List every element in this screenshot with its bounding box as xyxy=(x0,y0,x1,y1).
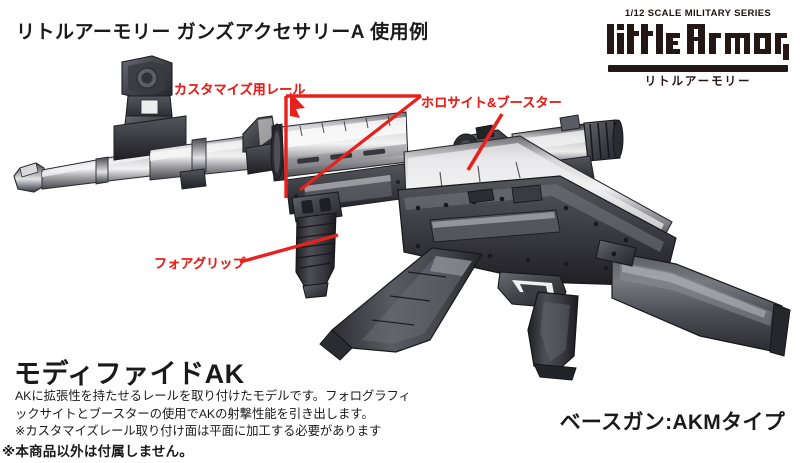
callout-label-holosight-booster: ホロサイト&ブースター xyxy=(421,95,562,110)
base-gun-label: ベースガン:AKMタイプ xyxy=(559,411,785,434)
callout-line-foregrip xyxy=(239,233,339,264)
product-description: AKに拡張性を持たせるレールを取り付けたモデルです。フォログラフィ ックサイトと… xyxy=(15,388,435,441)
receiver-top-rail xyxy=(403,135,673,245)
description-line-1: AKに拡張性を持たせるレールを取り付けたモデルです。フォログラフィ xyxy=(15,389,411,403)
holographic-sight xyxy=(452,124,519,189)
front-sight-block xyxy=(113,55,187,161)
barrel-group xyxy=(13,149,151,193)
callout-label-customize-rail: カスタマイズ用レール xyxy=(174,82,306,97)
callout-label-foregrip: フォアグリップ xyxy=(154,256,246,271)
lower-rail xyxy=(285,163,409,215)
gas-block xyxy=(242,115,287,175)
model-name: モディファイドAK xyxy=(14,359,245,389)
logo-series-line: 1/12 SCALE MILITARY SERIES xyxy=(624,8,772,19)
logo-wordmark xyxy=(604,22,792,64)
logo-jp-name: リトルアーモリー xyxy=(644,74,752,88)
buttstock xyxy=(595,239,791,357)
pistol-grip xyxy=(527,291,579,381)
little-armory-logo: 1/12 SCALE MILITARY SERIES xyxy=(604,8,792,88)
magazine xyxy=(319,247,483,361)
gas-tube-group xyxy=(149,133,263,190)
callout-line-holosight xyxy=(466,113,504,171)
magnifier-booster xyxy=(511,114,624,199)
description-line-3: ※カスタマイズレール取り付け面は平面に加工する必要があります xyxy=(15,424,382,438)
logo-wordmark-icon xyxy=(607,24,789,60)
receiver xyxy=(397,175,677,287)
disclaimer-notice: ※本商品以外は付属しません。 xyxy=(2,444,194,459)
page-title: リトルアーモリー ガンズアクセサリーA 使用例 xyxy=(16,22,429,43)
logo-underline-bar xyxy=(608,65,788,72)
vertical-foregrip xyxy=(291,191,343,299)
description-line-2: ックサイトとブースターの使用でAKの射撃性能を引き出します。 xyxy=(15,406,374,421)
callout-lines xyxy=(239,94,504,264)
trigger-guard xyxy=(497,271,567,309)
handguard-rail xyxy=(270,111,409,182)
